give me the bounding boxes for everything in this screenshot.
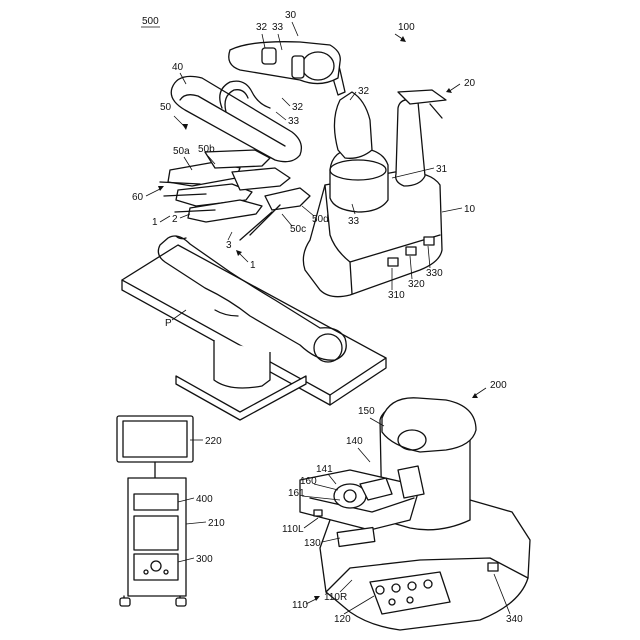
label-161: 161 [288,488,305,499]
label-320: 320 [408,279,425,290]
label-110: 110 [292,600,308,611]
label-1a: 1 [152,217,158,228]
label-32b: 32 [292,102,304,113]
label-40: 40 [172,62,184,73]
label-30: 30 [285,10,297,21]
label-141: 141 [316,464,333,475]
label-200: 200 [490,380,507,391]
label-32c: 32 [358,86,370,97]
label-110R: 110R [324,592,347,603]
label-60: 60 [132,192,144,203]
label-2: 2 [172,214,178,225]
label-50d: 50d [312,214,329,225]
label-3: 3 [226,240,232,251]
label-P: P [165,318,172,329]
label-220: 220 [205,436,222,447]
label-150: 150 [358,406,375,417]
label-50b: 50b [198,144,215,155]
label-33b: 33 [288,116,300,127]
label-300: 300 [196,554,213,565]
label-50: 50 [160,102,172,113]
label-31: 31 [436,164,448,175]
label-140: 140 [346,436,363,447]
label-10: 10 [464,204,476,215]
label-400: 400 [196,494,213,505]
label-20: 20 [464,78,476,89]
label-100: 100 [398,22,415,33]
label-110L: 110L [282,524,304,535]
label-330: 330 [426,268,443,279]
label-32a: 32 [256,22,268,33]
system-label: 500 [141,16,160,27]
monitor-cart [117,416,193,606]
label-340: 340 [506,614,523,625]
label-160: 160 [300,476,317,487]
label-33a: 33 [272,22,284,33]
label-1b: 1 [250,260,256,271]
label-33c: 33 [348,216,360,227]
label-130: 130 [304,538,321,549]
label-120: 120 [334,614,351,625]
label-310: 310 [388,290,405,301]
label-50c: 50c [290,224,306,235]
label-210: 210 [208,518,225,529]
label-500: 500 [142,16,159,27]
label-50a: 50a [173,146,190,157]
